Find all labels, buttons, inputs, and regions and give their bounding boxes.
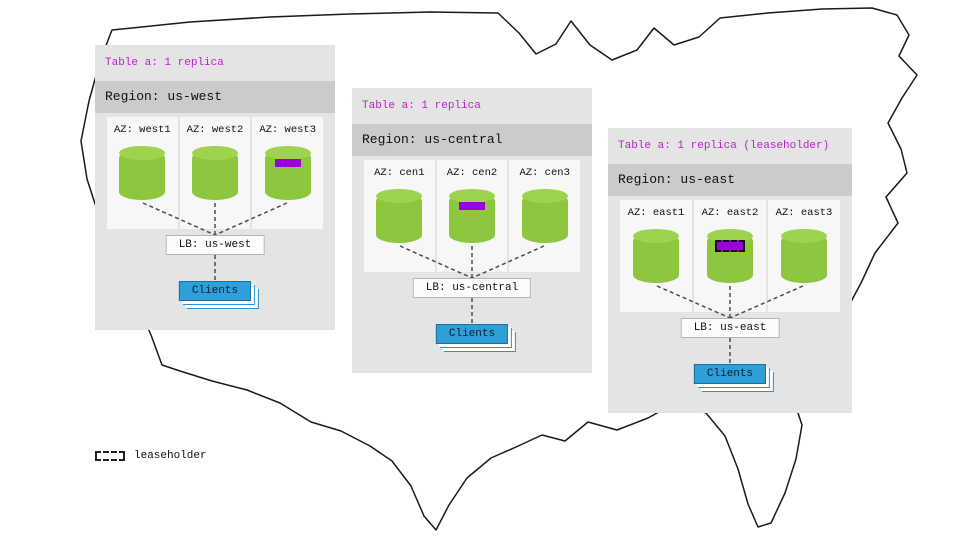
database-cylinder-icon <box>449 189 495 243</box>
az-label: AZ: east2 <box>701 207 759 219</box>
az-label: AZ: west1 <box>113 124 171 136</box>
table-replica-label: Table a: 1 replica <box>105 57 224 69</box>
clients-box: Clients <box>693 364 767 384</box>
az-label: AZ: cen1 <box>374 167 425 179</box>
az-box: AZ: east3 <box>768 200 840 312</box>
table-replica-label: Table a: 1 replica <box>362 100 481 112</box>
region-title: Region: us-central <box>352 124 592 156</box>
database-cylinder-icon <box>707 229 753 283</box>
region-panel-us-west: Table a: 1 replica Region: us-west AZ: w… <box>95 45 335 330</box>
load-balancer-box: LB: us-east <box>680 318 780 338</box>
region-panel-us-east: Table a: 1 replica (leaseholder) Region:… <box>608 128 852 413</box>
az-box: AZ: east2 <box>694 200 766 312</box>
load-balancer-box: LB: us-central <box>412 278 532 298</box>
leaseholder-legend-swatch <box>95 451 125 461</box>
database-cylinder-icon <box>521 189 568 243</box>
az-grid: AZ: east1 AZ: east2 AZ: east3 <box>620 200 840 312</box>
leaseholder-legend-label: leaseholder <box>134 450 207 462</box>
az-label: AZ: west2 <box>186 124 244 136</box>
az-box: AZ: cen1 <box>364 160 435 272</box>
replica-range <box>459 202 485 210</box>
database-cylinder-icon <box>781 229 827 283</box>
database-cylinder-icon <box>192 146 238 200</box>
database-cylinder-icon <box>376 189 423 243</box>
database-cylinder-icon <box>633 229 679 283</box>
legend: leaseholder <box>95 450 207 462</box>
az-box: AZ: west3 <box>252 117 324 229</box>
replica-range <box>274 159 301 167</box>
clients-box: Clients <box>435 324 509 344</box>
region-title: Region: us-east <box>608 164 852 196</box>
leaseholder-range <box>715 240 745 252</box>
az-box: AZ: west2 <box>179 117 251 229</box>
database-cylinder-icon <box>119 146 166 200</box>
az-box: AZ: west1 <box>107 117 178 229</box>
az-label: AZ: east1 <box>627 207 685 219</box>
region-title: Region: us-west <box>95 81 335 113</box>
table-replica-label: Table a: 1 replica (leaseholder) <box>618 140 830 152</box>
az-label: AZ: cen3 <box>519 167 570 179</box>
clients-box: Clients <box>178 281 252 301</box>
az-box: AZ: cen3 <box>509 160 581 272</box>
az-grid: AZ: cen1 AZ: cen2 AZ: cen3 <box>364 160 581 272</box>
az-box: AZ: cen2 <box>436 160 508 272</box>
load-balancer-box: LB: us-west <box>165 235 265 255</box>
az-label: AZ: cen2 <box>446 167 498 179</box>
az-box: AZ: east1 <box>620 200 692 312</box>
az-label: AZ: west3 <box>259 124 317 136</box>
region-panel-us-central: Table a: 1 replica Region: us-central AZ… <box>352 88 592 373</box>
az-grid: AZ: west1 AZ: west2 AZ: west3 <box>107 117 324 229</box>
az-label: AZ: east3 <box>775 207 833 219</box>
database-cylinder-icon <box>264 146 311 200</box>
